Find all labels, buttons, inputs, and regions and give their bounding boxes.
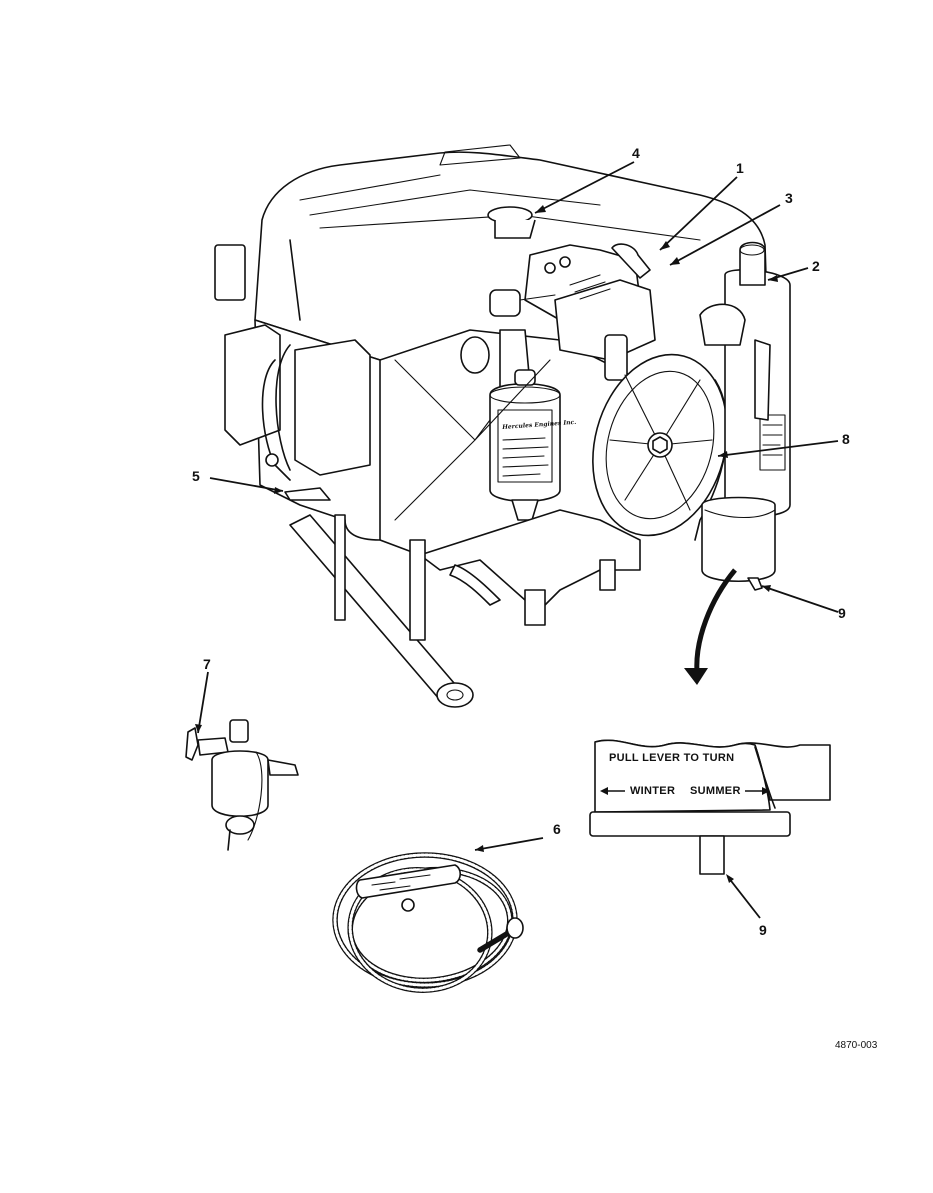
air-cleaner — [699, 241, 791, 591]
plate-winter-label: WINTER — [630, 785, 676, 797]
engine-shroud — [254, 151, 771, 421]
callout-3: 3 — [785, 190, 793, 206]
nameplate — [439, 144, 521, 166]
callout-2: 2 — [812, 258, 820, 274]
engine-assembly — [214, 144, 791, 708]
plate-instruction: PULL LEVER TO TURN — [609, 752, 735, 764]
drain-valve — [747, 577, 763, 591]
plate-summer-label: SUMMER — [690, 785, 741, 797]
drain-hose — [284, 487, 331, 501]
oil-filter — [489, 369, 561, 521]
detail-pointer-arrow — [694, 568, 737, 673]
leader-lines — [195, 161, 839, 852]
cylinder-side — [214, 239, 371, 481]
shroud-brace — [394, 359, 551, 521]
air-cleaner-cup — [701, 496, 776, 582]
callout-1: 1 — [736, 160, 744, 176]
callout-8: 8 — [842, 431, 850, 447]
callout-4: 4 — [632, 145, 640, 161]
flywheel — [592, 353, 728, 537]
callout-7: 7 — [203, 656, 211, 672]
callout-6: 6 — [553, 821, 561, 837]
callout-9-detail: 9 — [759, 922, 767, 938]
callout-5: 5 — [192, 468, 200, 484]
oil-filler-cap — [487, 206, 536, 239]
figure-id: 4870-003 — [835, 1040, 878, 1051]
starter-rope — [332, 852, 524, 993]
detail-plate — [589, 739, 831, 919]
callout-9: 9 — [838, 605, 846, 621]
fuel-strainer — [185, 719, 299, 851]
base-frame — [289, 514, 616, 708]
